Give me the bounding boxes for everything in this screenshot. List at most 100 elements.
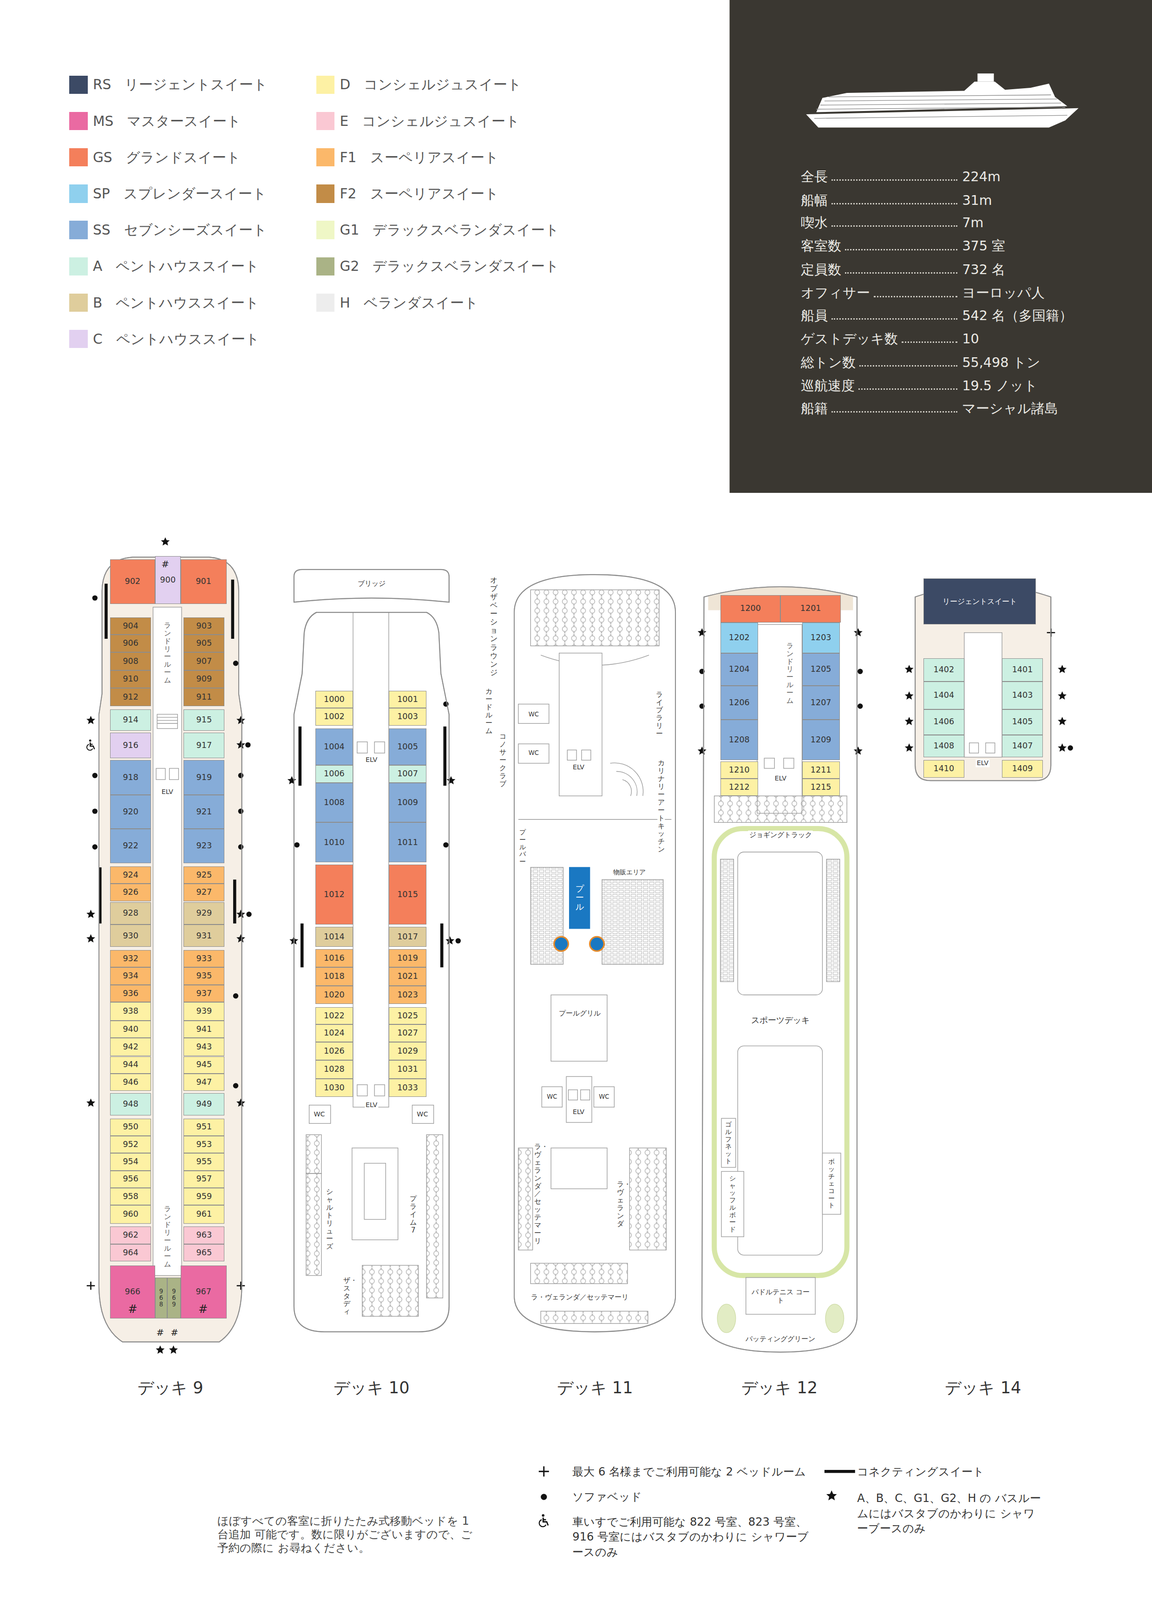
plan-label: WC xyxy=(527,749,540,757)
cabin-number: 935 xyxy=(196,971,213,981)
cabin-number: 902 xyxy=(124,577,141,586)
cabin-box: 902 xyxy=(110,559,156,605)
cabin-number: 956 xyxy=(122,1174,139,1184)
cabin-box: 912 xyxy=(110,687,151,707)
plan-label: # xyxy=(170,1327,179,1339)
legend-swatch xyxy=(69,148,88,167)
plan-label: ゴルフネット xyxy=(725,1120,732,1165)
plan-label: パドルテニス コート xyxy=(751,1287,811,1305)
cabin-number: 1009 xyxy=(397,798,419,807)
cabin-number: 946 xyxy=(122,1078,139,1087)
plan-label: ラ・ヴェランダ／セッテマーリ xyxy=(530,1292,630,1302)
cabin-box: 1202 xyxy=(720,622,759,654)
legend-text: G1 デラックスベランダスイート xyxy=(339,220,560,240)
cabin-box: 1402 xyxy=(923,658,965,682)
cabin-number: 966 xyxy=(124,1287,141,1296)
cabin-number: 1207 xyxy=(810,698,832,707)
cabin-number: 960 xyxy=(122,1210,139,1219)
cabin-number: 943 xyxy=(196,1042,213,1052)
legend-swatch xyxy=(316,293,335,313)
cabin-box: 942 xyxy=(110,1037,151,1057)
cabin-number: 939 xyxy=(196,1007,213,1016)
cabin-number: 1407 xyxy=(1012,741,1034,751)
cabin-number: 954 xyxy=(122,1157,139,1166)
cabin-box: 905 xyxy=(183,634,225,652)
cabin-box: 959 xyxy=(183,1187,225,1205)
cabin-box: 952 xyxy=(110,1135,151,1153)
cabin-number: 1026 xyxy=(323,1047,345,1056)
cabin-number: 959 xyxy=(196,1192,213,1201)
plan-label: ラ・ヴェランダ xyxy=(616,1180,624,1228)
cabin-box: 1002 xyxy=(315,707,354,726)
plan-label: シャッフルボード xyxy=(729,1174,736,1234)
cabin-box: 944 xyxy=(110,1056,151,1074)
cabin-number: 1208 xyxy=(728,735,750,745)
cabin-box: 938 xyxy=(110,1001,151,1021)
ship-spec-text: 19.5 ノット xyxy=(962,377,1038,394)
cabin-box: 903 xyxy=(183,617,225,635)
cabin-number: 905 xyxy=(196,639,213,648)
cabin-box: 933 xyxy=(183,949,225,968)
plan-label: コノサークラブ xyxy=(499,732,507,788)
plan-label: ランドリールーム xyxy=(163,621,171,685)
cabin-number: 926 xyxy=(122,888,139,897)
cabin-box: 1001 xyxy=(388,690,427,708)
plan-label: ライブラリー xyxy=(655,690,663,738)
cabin-number: 908 xyxy=(122,657,139,666)
legend-text: RS リージェントスイート xyxy=(92,75,269,94)
deck-name: デッキ 10 xyxy=(333,1379,410,1396)
cabin-box: 945 xyxy=(183,1056,225,1074)
cabin-number: 1023 xyxy=(397,990,419,1000)
cabin-number: 931 xyxy=(196,931,213,941)
cabin-box: 1030 xyxy=(315,1078,354,1098)
cabin-box: 923 xyxy=(183,828,225,864)
plan-label: シャルトリューズ xyxy=(326,1187,334,1251)
cabin-box: 1015 xyxy=(388,864,427,925)
ship-spec-text: 船幅 xyxy=(800,191,828,208)
cabin-box: 920 xyxy=(110,794,151,829)
cabin-number: 915 xyxy=(196,715,213,725)
cabin-number: 957 xyxy=(196,1174,213,1184)
cabin-number: 944 xyxy=(122,1060,139,1069)
cabin-box: 1405 xyxy=(1001,709,1043,735)
cabin-box: 1207 xyxy=(802,685,840,720)
plan-label: # xyxy=(156,1327,165,1339)
cabin-number: 964 xyxy=(122,1248,139,1257)
plan-label: ELV xyxy=(160,787,175,796)
legend-text: B ペントハウススイート xyxy=(92,293,260,313)
cabin-number: 937 xyxy=(196,989,213,998)
cabin-box: 943 xyxy=(183,1037,225,1057)
cabin-box: 1016 xyxy=(315,949,354,968)
cabin-number: 933 xyxy=(196,954,213,963)
cabin-number: 948 xyxy=(122,1099,139,1109)
cabin-box: 940 xyxy=(110,1020,151,1038)
cabin-number: 1004 xyxy=(323,742,345,752)
cabin-number: 1211 xyxy=(810,765,832,775)
cabin-number: 930 xyxy=(122,931,139,941)
leader-dots xyxy=(873,295,958,298)
cabin-number: 1215 xyxy=(810,783,832,792)
cabin-number: 907 xyxy=(196,657,213,666)
cabin-number: 1017 xyxy=(397,932,419,942)
cabin-number: 1015 xyxy=(397,890,419,899)
cabin-number: 1001 xyxy=(397,695,419,704)
legend-text: F2 スーペリアスイート xyxy=(339,184,499,203)
deck-hull-line xyxy=(294,569,450,1332)
leader-dots xyxy=(844,248,958,251)
leader-dots xyxy=(831,411,958,413)
cabin-box: 1007 xyxy=(388,765,427,783)
deck-outline: デッキ 121200120112021203120412051206120712… xyxy=(701,576,858,1352)
cabin-number: 916 xyxy=(122,741,139,750)
cabin-box: 950 xyxy=(110,1118,151,1136)
cabin-number: 936 xyxy=(122,989,139,998)
legend-text: 最大 6 名様までご利用可能な 2 ベッドルーム xyxy=(572,1463,806,1480)
cabin-number: 927 xyxy=(196,888,213,897)
cabin-box: 963 xyxy=(183,1226,225,1244)
cabin-box: 1018 xyxy=(315,967,354,986)
deck-name: デッキ 9 xyxy=(137,1379,204,1396)
cabin-number: 1205 xyxy=(810,665,832,674)
cabin-number: 958 xyxy=(122,1192,139,1201)
leader-dots xyxy=(858,388,958,390)
cabin-number: 1406 xyxy=(933,717,955,727)
cabin-box: 946 xyxy=(110,1073,151,1091)
